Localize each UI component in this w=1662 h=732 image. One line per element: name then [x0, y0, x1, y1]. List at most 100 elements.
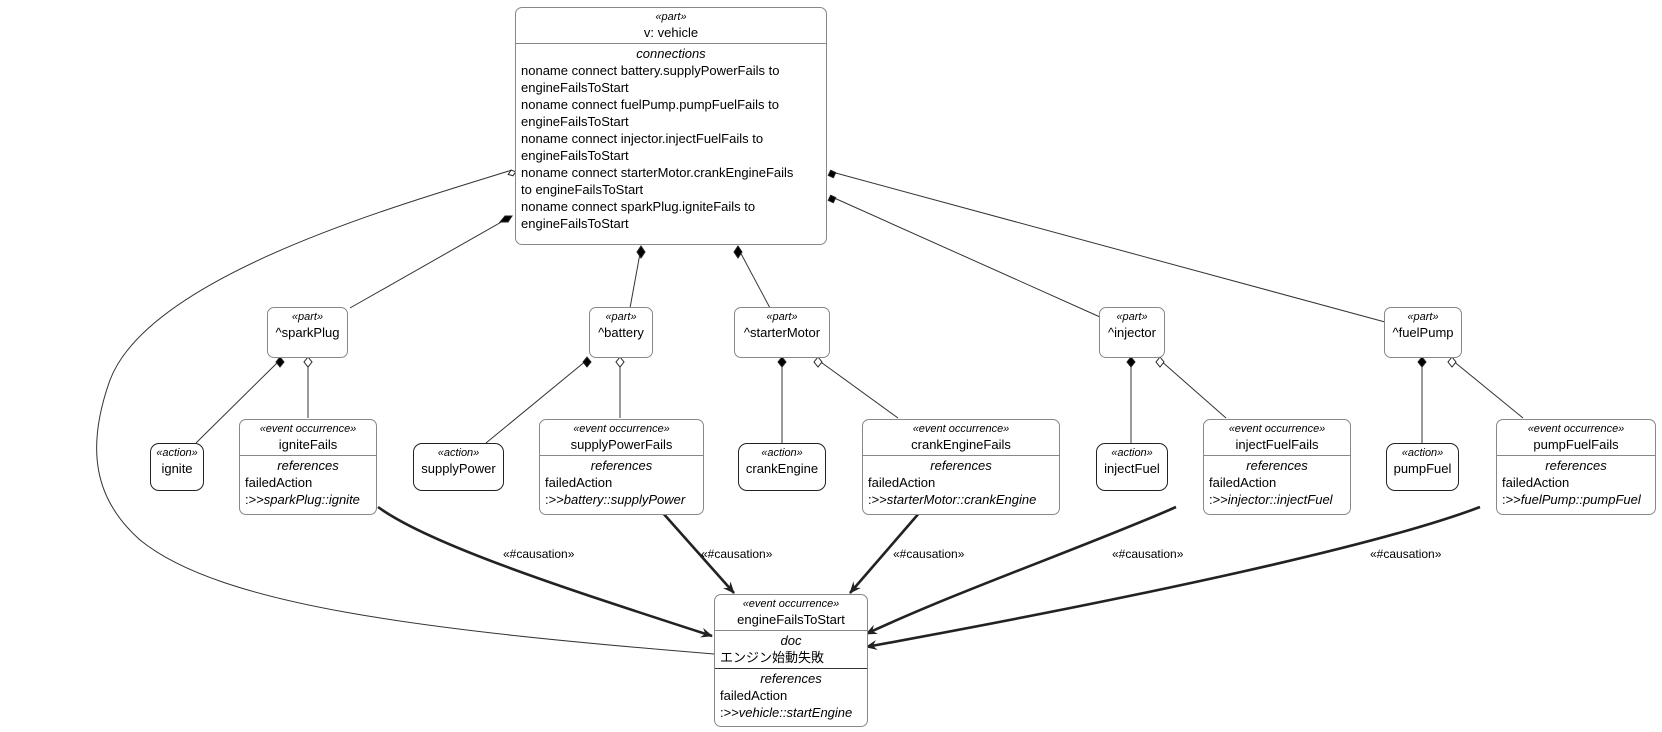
event-node-injectfuelfails[interactable]: «event occurrence» injectFuelFails refer…	[1203, 419, 1351, 515]
reference-prefix: :>>	[1209, 492, 1228, 507]
causation-arrow-pumpfuelfails	[865, 505, 1481, 650]
connection-line: engineFailsToStart	[521, 148, 629, 163]
aggregation-edge-injector-injectfuelfails	[1159, 359, 1227, 419]
filled-diamond	[275, 356, 285, 368]
part-node-startermotor[interactable]: «part» ^starterMotor	[734, 307, 830, 358]
action-node-supplypower[interactable]: «action» supplyPower	[413, 443, 504, 491]
causation-label: «#causation»	[701, 547, 773, 561]
connection-line: engineFailsToStart	[521, 216, 629, 231]
composition-edge-vehicle-sparkplug	[349, 215, 513, 309]
filled-diamond	[827, 169, 837, 179]
reference-line: failedAction	[1209, 475, 1277, 490]
doc-title: doc	[780, 633, 802, 648]
part-stereotype: «part»	[1407, 311, 1439, 323]
causation-arrow-injectfuelfails	[865, 505, 1177, 636]
connection-line: engineFailsToStart	[521, 80, 629, 95]
causation-arrow-supplypowerfails	[661, 511, 735, 594]
event-name: injectFuelFails	[1235, 437, 1319, 452]
action-name: pumpFuel	[1393, 461, 1452, 476]
vehicle-node[interactable]: «part» v: vehicle connections noname con…	[515, 7, 827, 245]
part-node-injector[interactable]: «part» ^injector	[1099, 307, 1165, 358]
event-name: crankEngineFails	[911, 437, 1011, 452]
causation-label: «#causation»	[503, 547, 575, 561]
connection-line: noname connect sparkPlug.igniteFails to	[521, 199, 756, 214]
event-node-enginefailstostart[interactable]: «event occurrence» engineFailsToStart do…	[714, 594, 868, 727]
reference-line: failedAction	[868, 475, 936, 490]
reference-line: :>>injector::injectFuel	[1209, 491, 1345, 508]
composition-edge-vehicle-fuelpump	[831, 171, 1386, 323]
connection-line: noname connect injector.injectFuelFails …	[521, 131, 764, 146]
event-stereotype: «event occurrence»	[259, 423, 357, 435]
reference-line: :>>battery::supplyPower	[545, 491, 698, 508]
filled-diamond	[1126, 356, 1136, 368]
action-node-injectfuel[interactable]: «action» injectFuel	[1096, 443, 1168, 491]
composition-edge-battery-supplypower	[485, 359, 588, 444]
open-diamond	[1447, 356, 1457, 368]
event-references-section: references failedAction :>>fuelPump::pum…	[1497, 455, 1655, 511]
event-name: supplyPowerFails	[570, 437, 673, 452]
action-node-pumpfuel[interactable]: «action» pumpFuel	[1386, 443, 1459, 491]
part-header: «part» ^sparkPlug	[268, 308, 347, 343]
event-node-crankenginefails[interactable]: «event occurrence» crankEngineFails refe…	[862, 419, 1060, 515]
references-title: references	[930, 458, 992, 473]
filled-diamond	[1417, 356, 1427, 368]
action-header: «action» injectFuel	[1097, 444, 1167, 479]
filled-diamond	[827, 194, 837, 204]
aggregation-edge-startermotor-crankenginefails	[817, 359, 899, 419]
doc-text: エンジン始動失敗	[720, 650, 825, 665]
references-title: references	[277, 458, 339, 473]
event-node-ignitefails[interactable]: «event occurrence» igniteFails reference…	[239, 419, 377, 515]
part-name: ^sparkPlug	[275, 325, 340, 340]
references-title: references	[590, 458, 653, 473]
part-header: «part» ^battery	[590, 308, 652, 343]
reference-prefix: :>>	[868, 492, 887, 507]
reference-target: starterMotor::crankEngine	[886, 492, 1037, 507]
action-stereotype: «action»	[761, 447, 803, 459]
open-diamond	[1155, 356, 1165, 368]
action-name: ignite	[161, 461, 193, 476]
open-diamond	[303, 356, 313, 368]
reference-target: vehicle::startEngine	[738, 705, 853, 720]
reference-target: sparkPlug::ignite	[263, 492, 360, 507]
action-header: «action» ignite	[151, 444, 203, 479]
action-name: crankEngine	[745, 461, 819, 476]
target-references-section: references failedAction :>>vehicle::star…	[715, 668, 867, 724]
reference-line: :>>sparkPlug::ignite	[245, 491, 371, 508]
part-node-battery[interactable]: «part» ^battery	[589, 307, 653, 358]
open-diamond	[507, 169, 517, 177]
reference-target: fuelPump::pumpFuel	[1520, 492, 1641, 507]
part-node-fuelpump[interactable]: «part» ^fuelPump	[1384, 307, 1462, 358]
event-header: «event occurrence» igniteFails	[240, 420, 376, 455]
causation-label: «#causation»	[1370, 547, 1442, 561]
action-stereotype: «action»	[156, 447, 198, 459]
composition-edge-sparkplug-ignite	[195, 359, 281, 444]
target-stereotype: «event occurrence»	[742, 598, 840, 610]
connection-line: noname connect fuelPump.pumpFuelFails to	[521, 97, 779, 112]
causation-arrow-crankenginefails	[849, 511, 921, 594]
action-name: injectFuel	[1104, 461, 1160, 476]
part-name: ^starterMotor	[743, 325, 821, 340]
action-name: supplyPower	[421, 461, 496, 476]
event-node-pumpfuelfails[interactable]: «event occurrence» pumpFuelFails referen…	[1496, 419, 1656, 515]
part-header: «part» ^fuelPump	[1385, 308, 1461, 343]
action-node-ignite[interactable]: «action» ignite	[150, 443, 204, 491]
event-header: «event occurrence» crankEngineFails	[863, 420, 1059, 455]
part-node-sparkplug[interactable]: «part» ^sparkPlug	[267, 307, 348, 358]
action-node-crankengine[interactable]: «action» crankEngine	[738, 443, 826, 491]
composition-edge-vehicle-startermotor	[737, 247, 771, 309]
connection-line: to engineFailsToStart	[521, 182, 644, 197]
vehicle-stereotype: «part»	[655, 11, 687, 23]
vehicle-name: v: vehicle	[643, 25, 699, 40]
event-node-supplypowerfails[interactable]: «event occurrence» supplyPowerFails refe…	[539, 419, 704, 515]
reference-line: failedAction	[545, 475, 613, 490]
reference-prefix: :>>	[245, 492, 264, 507]
target-header: «event occurrence» engineFailsToStart	[715, 595, 867, 630]
part-header: «part» ^injector	[1100, 308, 1164, 343]
references-title: references	[760, 671, 822, 686]
event-header: «event occurrence» injectFuelFails	[1204, 420, 1350, 455]
composition-edge-vehicle-injector	[831, 196, 1101, 318]
reference-line: failedAction	[245, 475, 313, 490]
event-stereotype: «event occurrence»	[573, 423, 670, 435]
part-stereotype: «part»	[291, 311, 324, 323]
action-stereotype: «action»	[1111, 447, 1153, 459]
